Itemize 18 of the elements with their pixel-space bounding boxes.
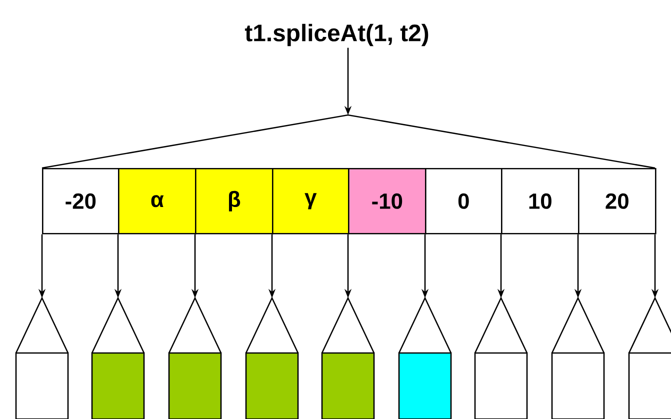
array-cell: β [195, 168, 274, 234]
pointer-box [628, 296, 671, 419]
pointer-box [551, 296, 605, 419]
pointer-box [245, 296, 299, 419]
array-cell: 10 [501, 168, 580, 234]
pointer-box [474, 296, 528, 419]
pointer-box [321, 296, 375, 419]
pointer-box [91, 296, 145, 419]
title: t1.spliceAt(1, t2) [244, 24, 428, 46]
pointer-box [168, 296, 222, 419]
array-cell: -20 [42, 168, 120, 234]
pointer-box [398, 296, 452, 419]
array-cell: 20 [578, 168, 656, 234]
array-cell: 0 [425, 168, 502, 234]
array-cell: -10 [348, 168, 426, 234]
pointer-box [15, 296, 69, 419]
array-cell: γ [272, 168, 350, 234]
array-cell: α [118, 168, 196, 234]
